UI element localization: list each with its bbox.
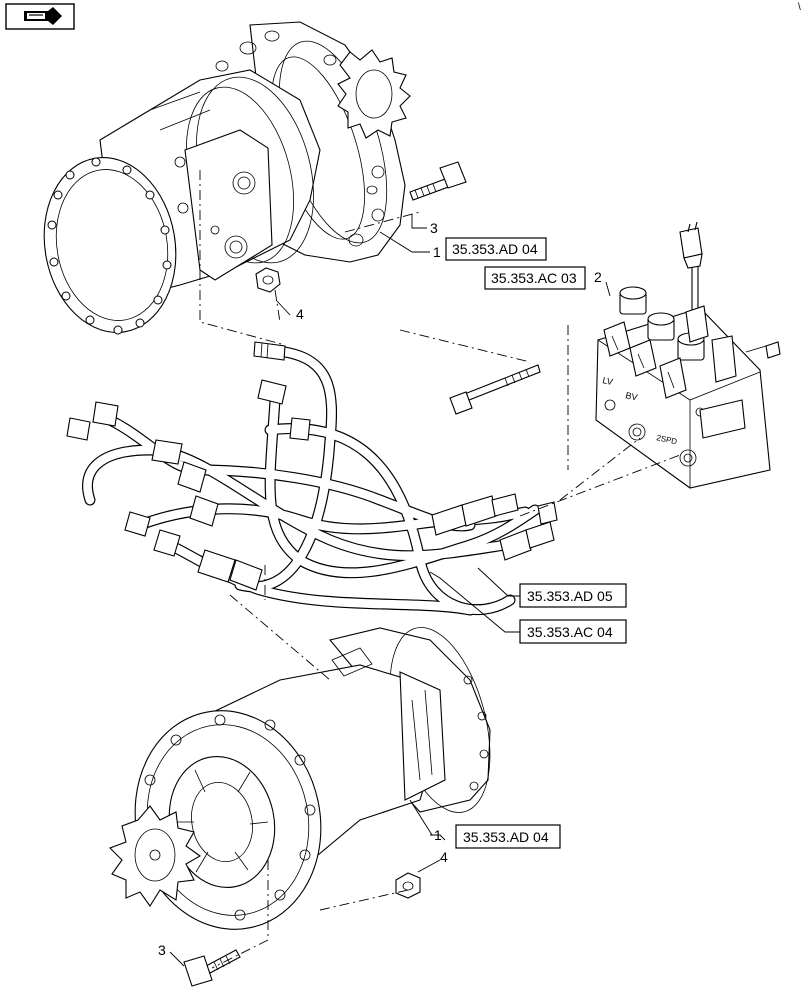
valve-bolt (449, 364, 541, 415)
drive-motor-top (43, 21, 411, 335)
hose-fittings (66, 341, 558, 591)
callout-1-top: 1 (433, 244, 441, 260)
ref-valve-label: 35.353.AC 03 (491, 270, 577, 286)
callout-1-bottom: 1 (434, 827, 442, 843)
nav-arrow-icon (24, 7, 62, 25)
front-flange-bolts (144, 714, 316, 921)
hose-assembly (66, 341, 558, 616)
valve-mark-lv: LV (602, 375, 614, 387)
nav-button[interactable] (5, 3, 75, 30)
callout-4-top: 4 (296, 306, 304, 322)
ref-motor-top-label: 35.353.AD 04 (452, 241, 538, 257)
ref-valve[interactable]: 35.353.AC 03 (484, 266, 586, 290)
ref-hose-ad-label: 35.353.AD 05 (527, 588, 613, 604)
valve-mark-bv: BV (625, 390, 639, 402)
electrical-connector (679, 221, 709, 343)
callout-leaders (169, 214, 611, 967)
ref-motor-bottom[interactable]: 35.353.AD 04 (455, 824, 561, 849)
solenoid-cartridges (603, 286, 737, 399)
drive-motor-bottom (109, 627, 491, 930)
ref-hose-ac[interactable]: 35.353.AC 04 (519, 619, 627, 644)
nut-bottom (395, 872, 421, 899)
callout-3-top: 3 (430, 220, 438, 236)
valve-mark-port: 2SPD (656, 433, 679, 446)
ref-hose-ac-label: 35.353.AC 04 (527, 624, 613, 640)
corner-mark: \ (798, 2, 801, 13)
sprocket-bottom (109, 805, 202, 907)
bolt-top (409, 161, 467, 201)
control-valve: LV BV 2SPD (595, 221, 781, 489)
callout-3-bottom: 3 (158, 942, 166, 958)
sprocket-top (337, 49, 411, 139)
callout-4-bottom: 4 (440, 849, 448, 865)
end-cover-top (43, 157, 177, 335)
ref-motor-top[interactable]: 35.353.AD 04 (445, 237, 547, 261)
callout-2: 2 (594, 269, 602, 285)
ref-hose-ad[interactable]: 35.353.AD 05 (519, 583, 627, 608)
rear-flange-bolts (463, 675, 489, 791)
nut-top (255, 267, 281, 293)
assembly-centerlines (199, 170, 681, 969)
ref-motor-bottom-label: 35.353.AD 04 (463, 829, 549, 845)
